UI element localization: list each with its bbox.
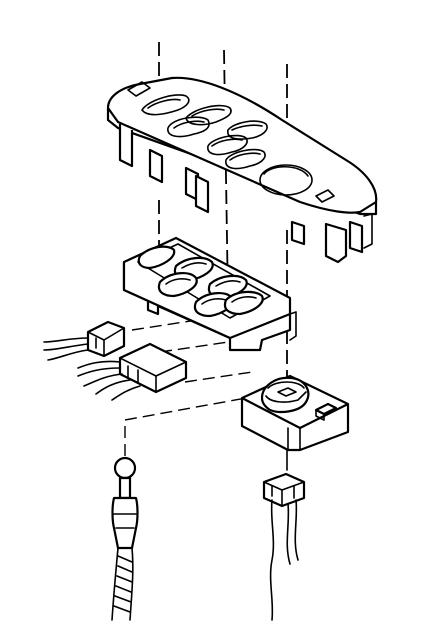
bezel-opening-2	[185, 104, 232, 126]
bezel-opening-6	[225, 148, 266, 170]
wire-1b	[43, 343, 89, 351]
mirror-harness-connector	[77, 342, 188, 401]
bezel-clip-2	[348, 220, 364, 254]
bezel-post-2	[148, 148, 164, 184]
alignment-line-harness-b	[159, 341, 229, 353]
wire-1a	[43, 337, 89, 343]
alignment-line-ground	[124, 397, 247, 456]
window-switch-block	[122, 236, 297, 352]
window-harness-connector	[43, 320, 126, 361]
ground-wire-twist	[113, 555, 133, 613]
ground-lead	[111, 456, 139, 621]
bezel-opening-1	[141, 94, 190, 116]
ground-lug	[118, 476, 132, 500]
alignment-line-harness-c	[184, 371, 253, 383]
bezel-mount-tab	[127, 81, 151, 97]
wire-2b	[77, 367, 121, 377]
lock-wire-a	[269, 499, 275, 621]
wire-2a	[77, 360, 121, 369]
lock-connector	[262, 472, 306, 621]
bezel-round-opening	[259, 164, 313, 196]
bezel-post-4	[194, 174, 210, 214]
mirror-selector	[314, 402, 338, 416]
lock-wire-b	[286, 503, 291, 565]
mirror-switch-block	[240, 374, 350, 452]
bezel-clip-3	[363, 213, 373, 249]
ground-wire-left	[111, 547, 119, 621]
lock-wire-c	[294, 499, 299, 561]
bezel-post-5	[290, 220, 306, 246]
bezel-opening-3	[167, 116, 210, 138]
wire-1c	[47, 349, 89, 361]
wire-2e	[111, 385, 141, 401]
bezel-clip-1	[324, 222, 348, 264]
bezel-post-1	[118, 124, 134, 168]
wire-2c	[83, 373, 123, 387]
ground-sleeve	[111, 496, 139, 550]
bezel-top-surface	[106, 76, 378, 214]
ground-eyelet	[113, 456, 137, 480]
ground-wire-right	[129, 547, 134, 621]
window-button-1	[137, 245, 176, 270]
bezel-square-opening	[315, 189, 335, 203]
harness-connector-2	[118, 342, 188, 394]
bezel-opening-5	[207, 134, 248, 156]
wire-2d	[95, 379, 131, 395]
switch-bezel	[106, 76, 378, 264]
